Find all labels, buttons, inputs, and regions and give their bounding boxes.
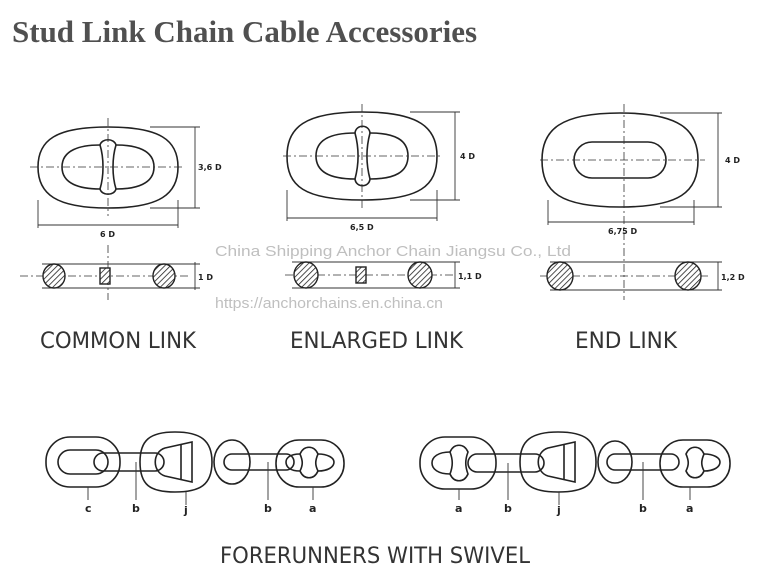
forerunner-right-label-b: b [504, 502, 512, 515]
end-link-width-label: 4 D [725, 156, 740, 165]
common-link-diagram: 3,6 D 6 D 1 D COMMON LINK [20, 118, 222, 354]
forerunner-left-diagram: c b j b a [45, 431, 345, 517]
forerunner-left-label-b: b [132, 502, 140, 515]
enlarged-link-diagram: 4 D 6,5 D 1,1 D ENLARGED LINK [283, 104, 482, 354]
forerunner-left-label-b2: b [264, 502, 272, 515]
forerunner-left-label-j: j [183, 504, 188, 517]
end-link-length-label: 6,75 D [608, 227, 638, 236]
enlarged-link-width-label: 4 D [460, 152, 475, 161]
forerunner-right-label-a2: a [686, 502, 693, 515]
forerunner-right-label-j: j [556, 504, 561, 517]
page-title: Stud Link Chain Cable Accessories [12, 14, 478, 49]
forerunner-left-label-a: a [309, 502, 316, 515]
watermark-company: China Shipping Anchor Chain Jiangsu Co.,… [215, 243, 571, 260]
end-link-diagram: 4 D 6,75 D 1,2 D END LINK [540, 104, 745, 354]
enlarged-link-length-label: 6,5 D [350, 223, 374, 232]
forerunner-left-label-c: c [85, 502, 92, 515]
forerunner-right-label-b2: b [639, 502, 647, 515]
end-link-thickness-label: 1,2 D [721, 273, 745, 282]
common-link-thickness-label: 1 D [198, 273, 213, 282]
common-link-length-label: 6 D [100, 230, 115, 239]
forerunner-right-label-a: a [455, 502, 462, 515]
forerunners-caption: FORERUNNERS WITH SWIVEL [220, 544, 531, 569]
end-link-caption: END LINK [575, 329, 678, 354]
common-link-caption: COMMON LINK [40, 329, 197, 354]
common-link-width-label: 3,6 D [198, 163, 222, 172]
enlarged-link-caption: ENLARGED LINK [290, 329, 464, 354]
enlarged-link-thickness-label: 1,1 D [458, 272, 482, 281]
forerunner-right-diagram: a b j b a [419, 431, 731, 517]
watermark-url: https://anchorchains.en.china.cn [215, 295, 443, 312]
